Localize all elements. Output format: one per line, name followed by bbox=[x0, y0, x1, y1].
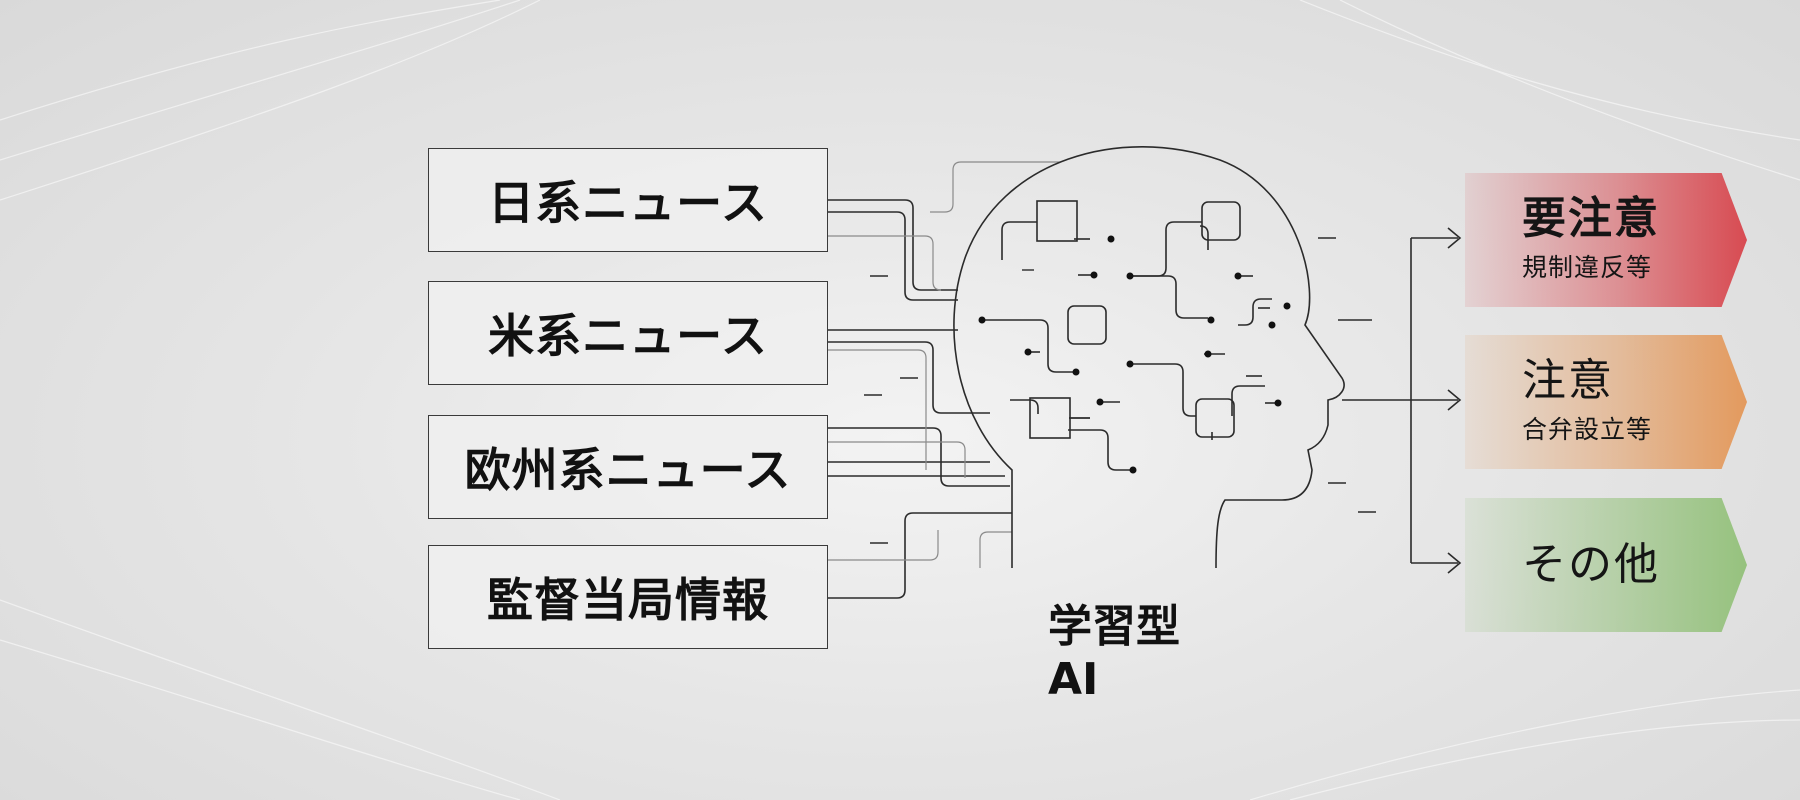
source-europe-news: 欧州系ニュース bbox=[428, 415, 828, 519]
arrowheads bbox=[1447, 227, 1462, 574]
source-label: 日系ニュース bbox=[488, 176, 768, 230]
source-label: 監督当局情報 bbox=[487, 573, 769, 627]
output-critical: 要注意 規制違反等 bbox=[1465, 173, 1747, 307]
output-title: その他 bbox=[1522, 538, 1660, 590]
source-label: 米系ニュース bbox=[488, 309, 768, 363]
output-title: 要注意 bbox=[1522, 192, 1660, 244]
wire-agency bbox=[828, 512, 1012, 599]
arrow-critical-icon bbox=[1447, 227, 1462, 249]
wire-japan bbox=[828, 199, 958, 291]
input-wires bbox=[828, 199, 1012, 599]
wire-us-2 bbox=[828, 341, 990, 414]
output-connectors bbox=[1342, 237, 1458, 564]
head-outline bbox=[953, 145, 1345, 569]
arrow-other-icon bbox=[1447, 552, 1462, 574]
output-other: その他 bbox=[1465, 498, 1747, 632]
source-regulator-info: 監督当局情報 bbox=[428, 545, 828, 649]
arrow-caution-icon bbox=[1447, 389, 1462, 411]
stray-dashes bbox=[864, 237, 1376, 544]
source-us-news: 米系ニュース bbox=[428, 281, 828, 385]
source-label: 欧州系ニュース bbox=[464, 443, 792, 497]
output-subtitle: 規制違反等 bbox=[1522, 253, 1653, 283]
wire-japan-2 bbox=[828, 211, 958, 301]
source-japan-news: 日系ニュース bbox=[428, 148, 828, 252]
circuit-chips bbox=[1029, 200, 1241, 439]
input-wires-light bbox=[828, 161, 1060, 568]
output-title: 注意 bbox=[1522, 354, 1614, 406]
output-subtitle: 合弁設立等 bbox=[1522, 415, 1653, 445]
output-caution: 注意 合弁設立等 bbox=[1465, 335, 1747, 469]
circuit-nodes bbox=[978, 235, 1291, 474]
wire-eu-3 bbox=[828, 427, 1010, 487]
ai-label: 学習型AI bbox=[1048, 601, 1180, 705]
